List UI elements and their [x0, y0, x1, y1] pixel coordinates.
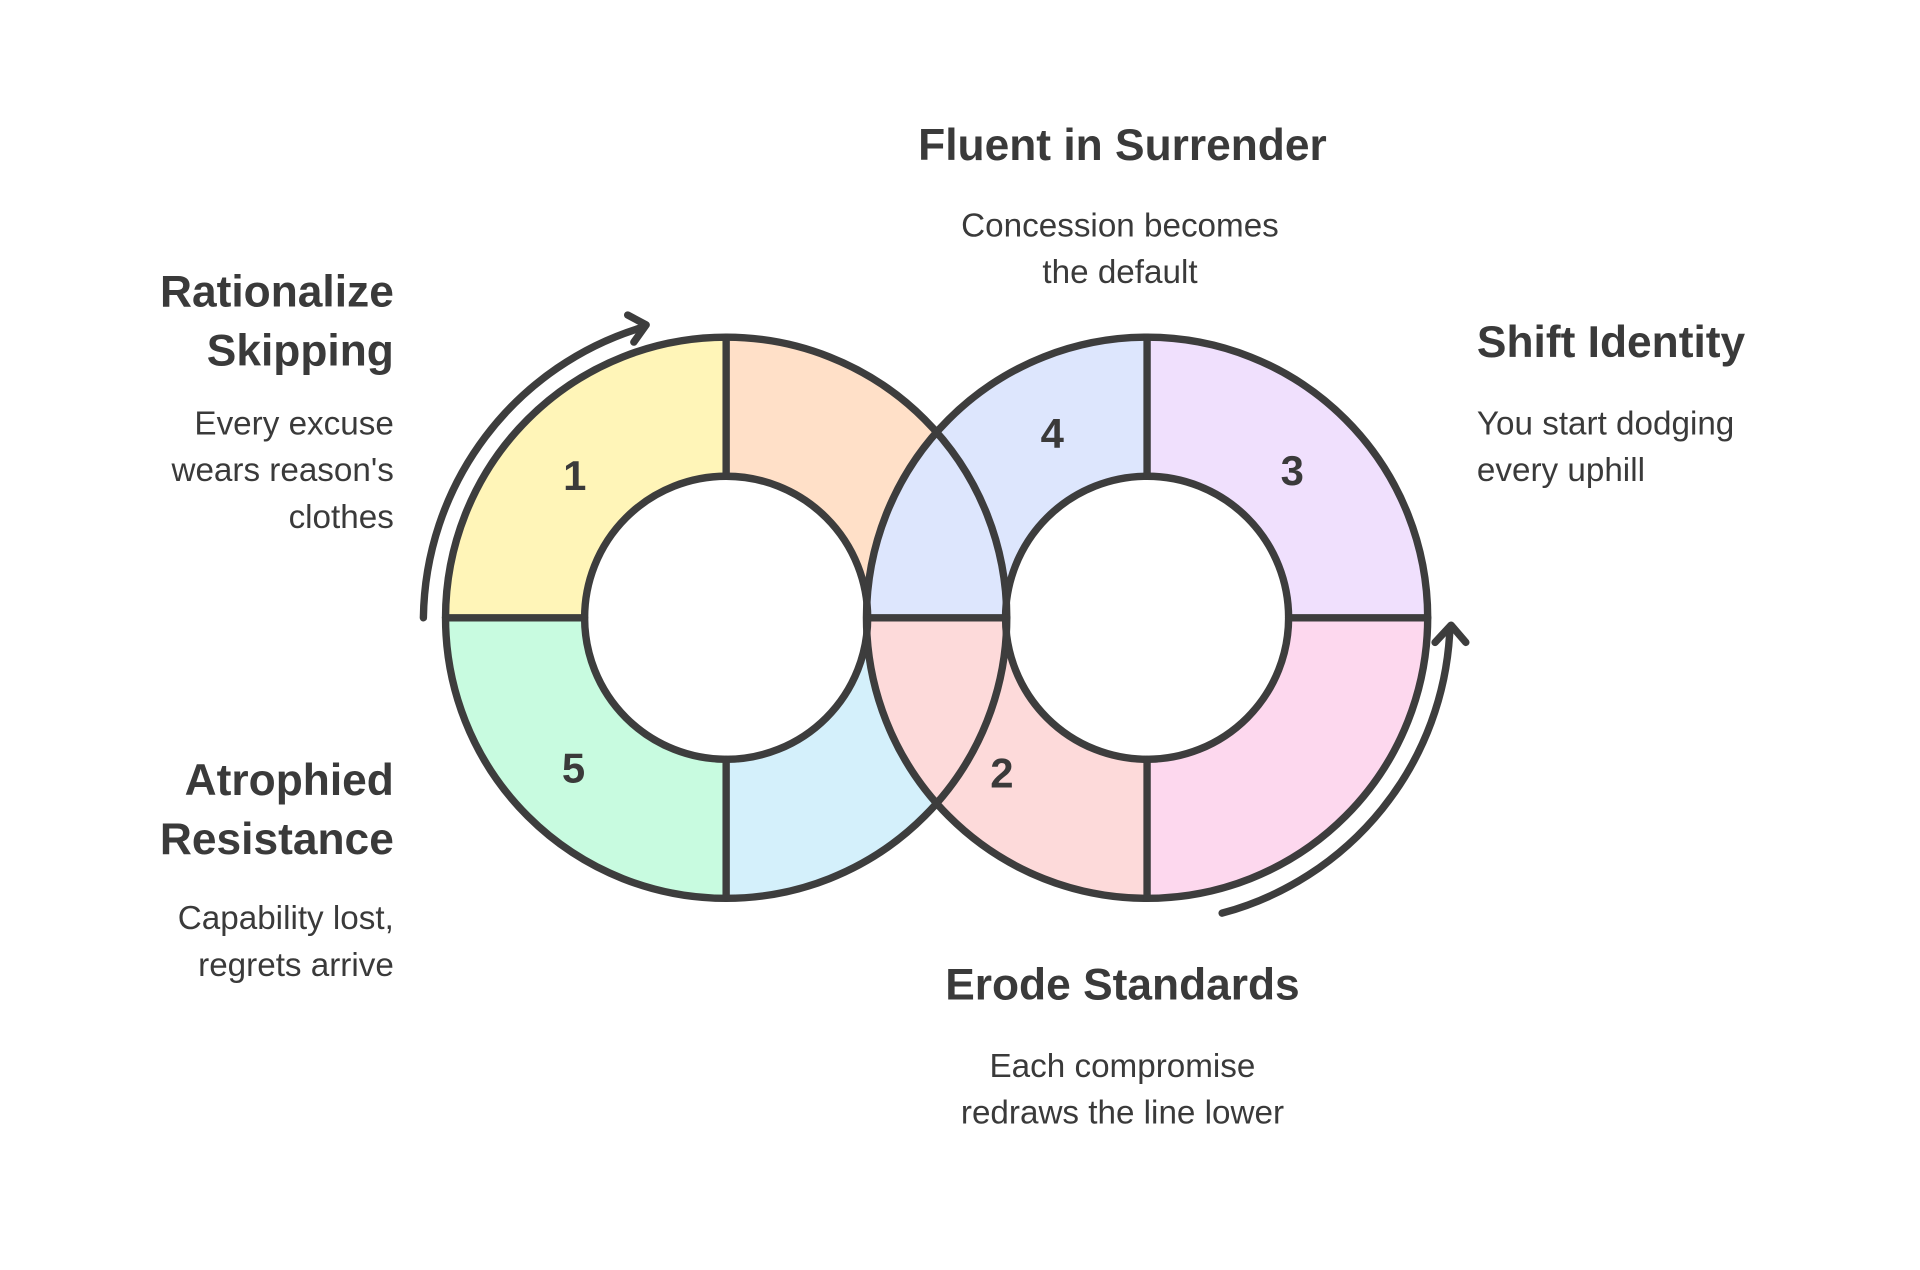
- step-number-3: 3: [1281, 447, 1304, 494]
- flow-arrows: [419, 311, 1470, 917]
- step-number-5: 5: [562, 745, 585, 792]
- segment-5: [445, 617, 727, 899]
- step-number-2: 2: [990, 750, 1013, 797]
- segment-3: [1147, 337, 1428, 618]
- step-4-desc-line-1: Concession becomes: [961, 207, 1279, 244]
- step-3-desc-line-2: every uphill: [1477, 452, 1645, 489]
- step-1-desc-line-2: wears reason's: [170, 452, 393, 489]
- step-1-title-line-2: Skipping: [207, 326, 394, 375]
- step-3-title: Shift Identity: [1477, 318, 1746, 367]
- arrow-bottom-right: [1218, 626, 1454, 917]
- step-5-desc-line-2: regrets arrive: [198, 947, 394, 984]
- arrowhead-bottom-right: [1431, 621, 1470, 647]
- segment-1: [445, 337, 727, 618]
- ring-outlines: [441, 333, 1432, 903]
- arrow-top-left: [419, 323, 647, 622]
- step-2-desc-line-2: redraws the line lower: [961, 1095, 1284, 1132]
- step-1-desc-line-3: clothes: [289, 499, 394, 536]
- step-number-4: 4: [1041, 410, 1065, 457]
- step-2-title: Erode Standards: [945, 960, 1299, 1009]
- step-4-title: Fluent in Surrender: [918, 121, 1327, 170]
- step-1-desc-line-1: Every excuse: [194, 405, 393, 442]
- right-ring: [866, 337, 1428, 899]
- arrowhead-top-left: [624, 311, 650, 346]
- step-4-desc-line-2: the default: [1042, 254, 1197, 291]
- step-5-title-line-1: Atrophied: [185, 756, 394, 805]
- segment-3-connector: [1147, 617, 1428, 899]
- step-3-desc-line-1: You start dodging: [1477, 405, 1734, 442]
- step-number-1: 1: [563, 452, 586, 499]
- segment-4: [866, 337, 1148, 618]
- step-2-desc-line-1: Each compromise: [990, 1048, 1256, 1085]
- segment-2: [866, 617, 1148, 899]
- step-5-desc-line-1: Capability lost,: [178, 900, 394, 937]
- step-5-title-line-2: Resistance: [160, 815, 394, 864]
- step-1-title-line-1: Rationalize: [160, 267, 394, 316]
